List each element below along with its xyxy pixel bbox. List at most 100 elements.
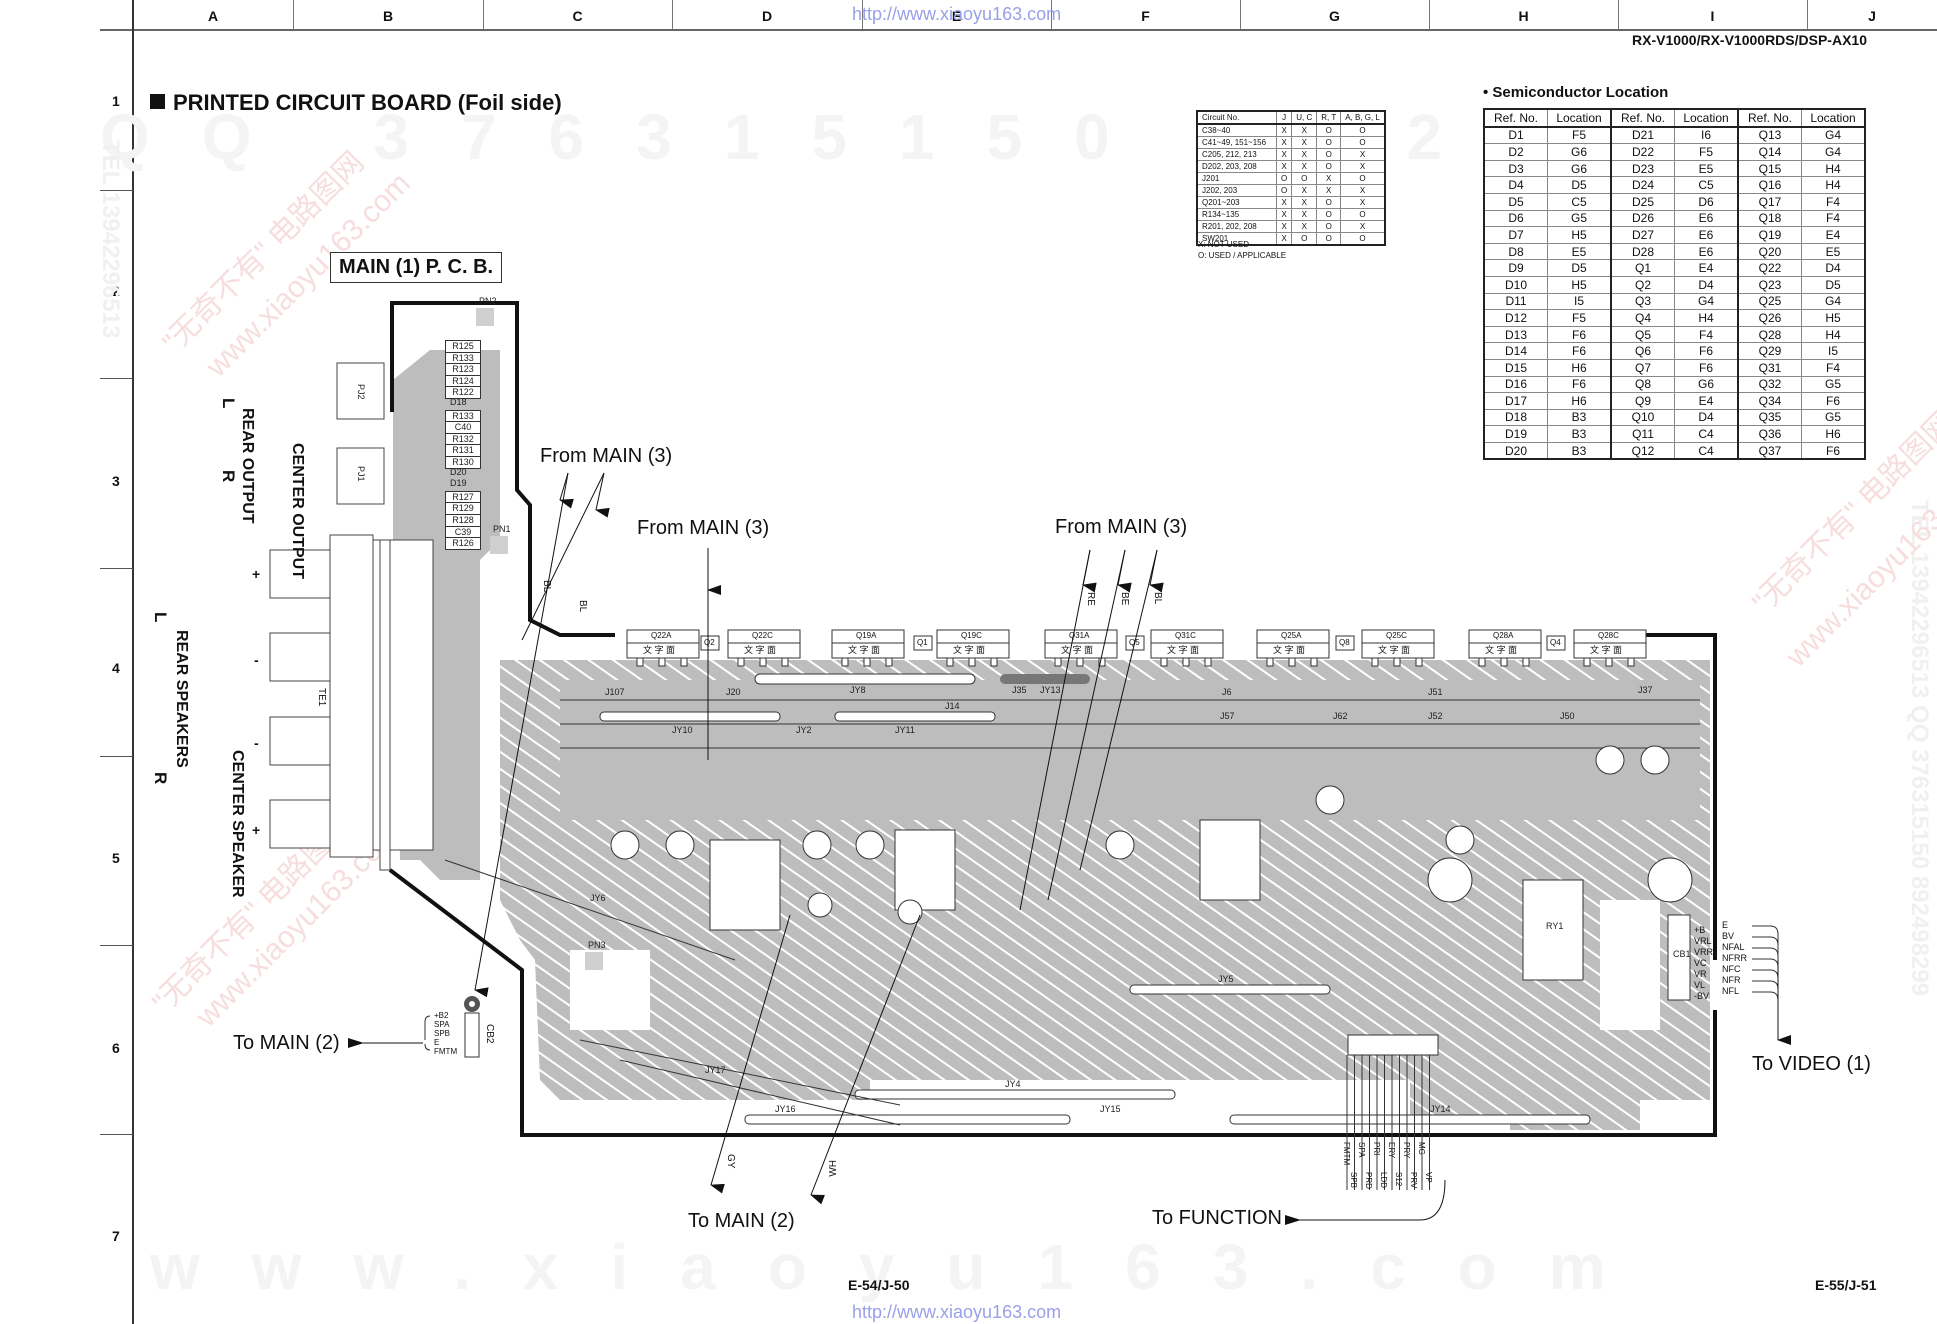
transistor-pack-leg xyxy=(1605,657,1613,667)
grid-column-divider xyxy=(1807,0,1808,29)
grid-column-label-i: I xyxy=(1710,8,1715,24)
transistor-pack-label: Q31A xyxy=(1069,631,1090,640)
ref-no-cell: Q10 xyxy=(1610,408,1675,427)
location-cell: B3 xyxy=(1547,408,1612,427)
small-transistor-q8 xyxy=(1335,635,1355,651)
transistor-pack-leg xyxy=(1098,657,1106,667)
grid-row-divider xyxy=(100,568,133,569)
board-outline xyxy=(388,301,1717,1137)
jumper-j51-label: J51 xyxy=(1428,687,1443,697)
grid-row-divider xyxy=(100,756,133,757)
function-pin-label: PRY xyxy=(1402,1142,1411,1159)
cb2-pin-label: FMTM xyxy=(434,1047,458,1056)
transistor-pack-leg xyxy=(1478,657,1486,667)
location-cell: G4 xyxy=(1801,126,1866,145)
location-cell: F4 xyxy=(1801,209,1866,228)
transistor-pack-leg xyxy=(759,657,767,667)
stack-part-label: R126 xyxy=(445,537,481,551)
pin-markers xyxy=(476,308,603,970)
grid-row-divider xyxy=(100,945,133,946)
transistor-pack-leg xyxy=(1160,657,1168,667)
location-cell: F6 xyxy=(1674,358,1739,377)
transistor-pack-label: Q19C xyxy=(961,631,982,640)
pcb-name-box: MAIN (1) P. C. B. xyxy=(330,252,503,283)
stack-part-label: R130 xyxy=(445,456,481,469)
applicability-header: J xyxy=(1275,110,1293,125)
transistor-pack-q28c xyxy=(1573,629,1647,659)
grid-column-divider xyxy=(862,0,863,29)
semiconductor-title: • Semiconductor Location xyxy=(1483,84,1669,101)
terminal-minus-2: - xyxy=(254,735,259,751)
function-pin-label: SPB xyxy=(1349,1172,1358,1189)
function-arrow xyxy=(1285,1179,1446,1225)
from-main3-label-3: From MAIN (3) xyxy=(1055,516,1188,538)
rear-output-right: R xyxy=(219,470,238,483)
jumper-jy16-label: JY16 xyxy=(775,1104,796,1114)
location-cell: F6 xyxy=(1801,441,1866,460)
page-number-right: E-55/J-51 xyxy=(1815,1277,1877,1293)
transistor-pack-leg xyxy=(1415,657,1423,667)
jumper-jy15-label: JY15 xyxy=(1100,1104,1121,1114)
transistor-pack-label: Q28C xyxy=(1598,631,1619,640)
location-cell: H5 xyxy=(1801,309,1866,327)
rear-output-left: L xyxy=(219,398,238,409)
diagonal-jumpers xyxy=(444,859,901,1126)
location-cell: F6 xyxy=(1801,392,1866,410)
grid-column-label-g: G xyxy=(1329,8,1340,24)
location-cell: H5 xyxy=(1547,226,1612,244)
applicability-cell: O xyxy=(1316,220,1342,233)
rear-speakers-left: L xyxy=(151,612,170,623)
function-pin-label: PRV xyxy=(1409,1172,1418,1189)
location-cell: F5 xyxy=(1674,143,1739,161)
location-cell: G4 xyxy=(1801,292,1866,311)
wire-tag-re: RE xyxy=(1085,592,1096,606)
transistor-pack-marking: 文 字 面 xyxy=(1061,645,1094,655)
cb2-pin-label: E xyxy=(434,1038,440,1047)
output-jacks xyxy=(269,362,434,871)
pin-pn1-label: PN1 xyxy=(493,524,511,534)
jumper-j20-label: J20 xyxy=(726,687,741,697)
pin-pn2-label: PN2 xyxy=(479,296,497,306)
transistor-pack-leg xyxy=(781,657,789,667)
cb1-connector xyxy=(1667,914,1691,1001)
cb1-pin-label: NFR xyxy=(1722,975,1741,985)
transistor-pack-leg xyxy=(968,657,976,667)
grid-column-label-b: B xyxy=(382,8,394,24)
watermark-vertical-right: TEL 13942296513 QQ 376315150 892498299 xyxy=(1906,500,1933,996)
video-wires xyxy=(1752,925,1779,1001)
location-cell: G4 xyxy=(1674,292,1739,311)
function-pin-label: SPA xyxy=(1357,1142,1366,1158)
location-cell: H4 xyxy=(1801,159,1866,178)
transistor-pack-marking: 文 字 面 xyxy=(1273,645,1306,655)
applicability-cell: O xyxy=(1340,123,1386,137)
ref-no-cell: Q12 xyxy=(1610,441,1675,460)
cb2-pin-label: SPA xyxy=(434,1020,450,1029)
applicability-cell: O xyxy=(1275,184,1293,197)
ref-no-cell: Q9 xyxy=(1610,392,1675,410)
transistor-pack-label: Q22C xyxy=(752,631,773,640)
watermark-vertical-left: TEL 13942296513 xyxy=(97,140,124,339)
grid-row-divider xyxy=(100,378,133,379)
location-cell: B3 xyxy=(1547,441,1612,460)
grid-row-label-1: 1 xyxy=(112,93,120,109)
transistor-pack-leg xyxy=(990,657,998,667)
location-cell: C5 xyxy=(1547,192,1612,211)
page-number-left: E-54/J-50 xyxy=(848,1277,910,1293)
grid-column-divider xyxy=(1618,0,1619,29)
small-transistor-label: Q4 xyxy=(1550,638,1561,647)
jumper-j57-label: J57 xyxy=(1220,711,1235,721)
ref-no-cell: D27 xyxy=(1610,226,1675,244)
applicability-cell: X xyxy=(1340,220,1386,233)
grid-row-label-5: 5 xyxy=(112,850,120,866)
small-transistor-q2 xyxy=(700,635,720,651)
small-transistor-q4 xyxy=(1546,635,1566,651)
grid-column-divider xyxy=(483,0,484,29)
cb1-pin-label: -BV xyxy=(1694,991,1710,1001)
jumper-jy17-label: JY17 xyxy=(705,1065,726,1075)
